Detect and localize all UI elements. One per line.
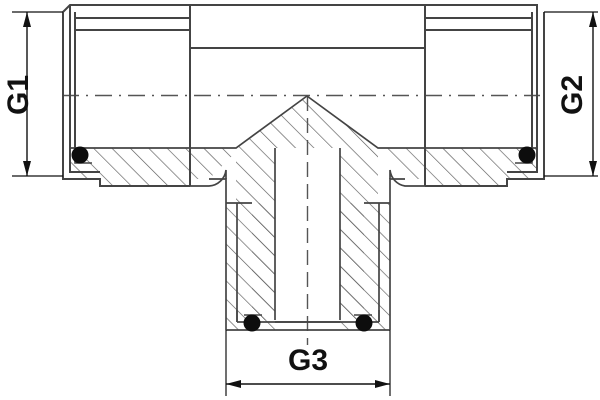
g3-arrow-right [375, 380, 390, 388]
oring-bottom-left-icon [243, 314, 261, 332]
left-arm-outer-step [69, 148, 100, 173]
g3-arrow-left [226, 380, 241, 388]
o-rings [71, 146, 536, 332]
left-bore-wall [70, 95, 308, 149]
right-arm-outer-step [507, 148, 538, 173]
g2-arrow-top [589, 12, 597, 27]
dimension-label-g3: G3 [288, 344, 328, 377]
bottom-branch-right-outer [389, 178, 405, 330]
right-bore-wall [306, 95, 537, 149]
section-hatching [70, 96, 537, 330]
bottom-branch-left-outer [209, 178, 227, 330]
g1-arrow-bottom [23, 161, 31, 176]
fitting-outline [62, 4, 545, 187]
right-fillet [389, 169, 425, 187]
left-arm-outer-lower [62, 148, 190, 187]
dimension-g3 [225, 330, 391, 396]
dimension-label-g1: G1 [2, 75, 35, 115]
left-fillet [190, 169, 227, 187]
seal-pockets [74, 148, 533, 322]
dimension-g1 [12, 11, 63, 177]
upper-outer-profile [62, 4, 538, 13]
g2-arrow-bottom [589, 161, 597, 176]
oring-right-icon [518, 146, 536, 164]
g1-arrow-top [23, 12, 31, 27]
oring-left-icon [71, 146, 89, 164]
right-arm-outer-lower [425, 148, 545, 187]
dimension-label-g2: G2 [556, 75, 589, 115]
dimension-g2 [544, 11, 598, 177]
oring-bottom-right-icon [355, 314, 373, 332]
